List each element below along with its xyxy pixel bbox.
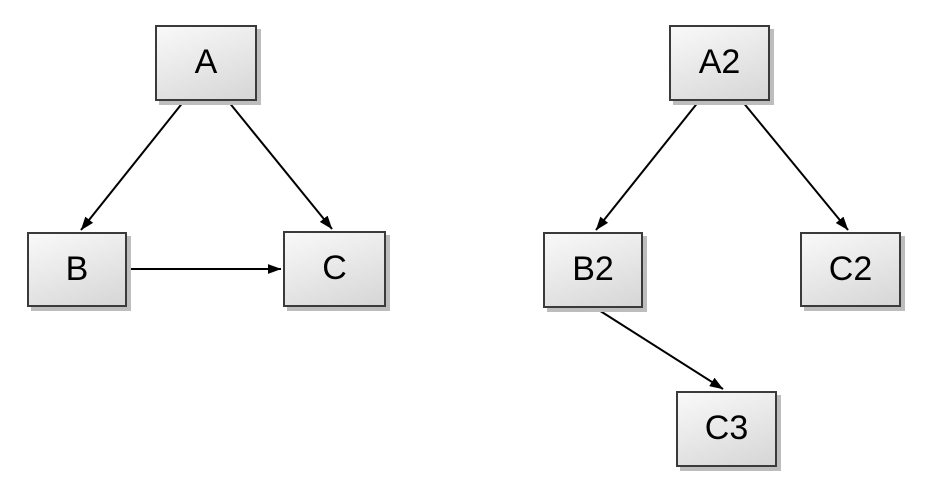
node-label-A: A: [194, 43, 218, 81]
edge-A2-B2[interactable]: [595, 100, 700, 231]
edge-A-C[interactable]: [227, 100, 333, 230]
edge-B2-C3[interactable]: [593, 306, 724, 390]
edge-A-B[interactable]: [80, 100, 185, 231]
node-label-C3: C3: [704, 409, 749, 447]
node-C[interactable]: C: [283, 231, 386, 307]
node-label-C: C: [322, 249, 347, 287]
node-C3[interactable]: C3: [676, 391, 777, 467]
node-label-C2: C2: [828, 249, 873, 288]
node-label-B: B: [65, 249, 89, 288]
node-A[interactable]: A: [155, 25, 257, 101]
edge-A2-C2[interactable]: [741, 100, 849, 231]
node-B[interactable]: B: [27, 232, 127, 307]
node-B2[interactable]: B2: [543, 232, 643, 308]
node-label-A2: A2: [698, 43, 741, 81]
node-A2[interactable]: A2: [669, 25, 770, 101]
node-C2[interactable]: C2: [800, 232, 901, 307]
node-label-B2: B2: [572, 250, 614, 288]
